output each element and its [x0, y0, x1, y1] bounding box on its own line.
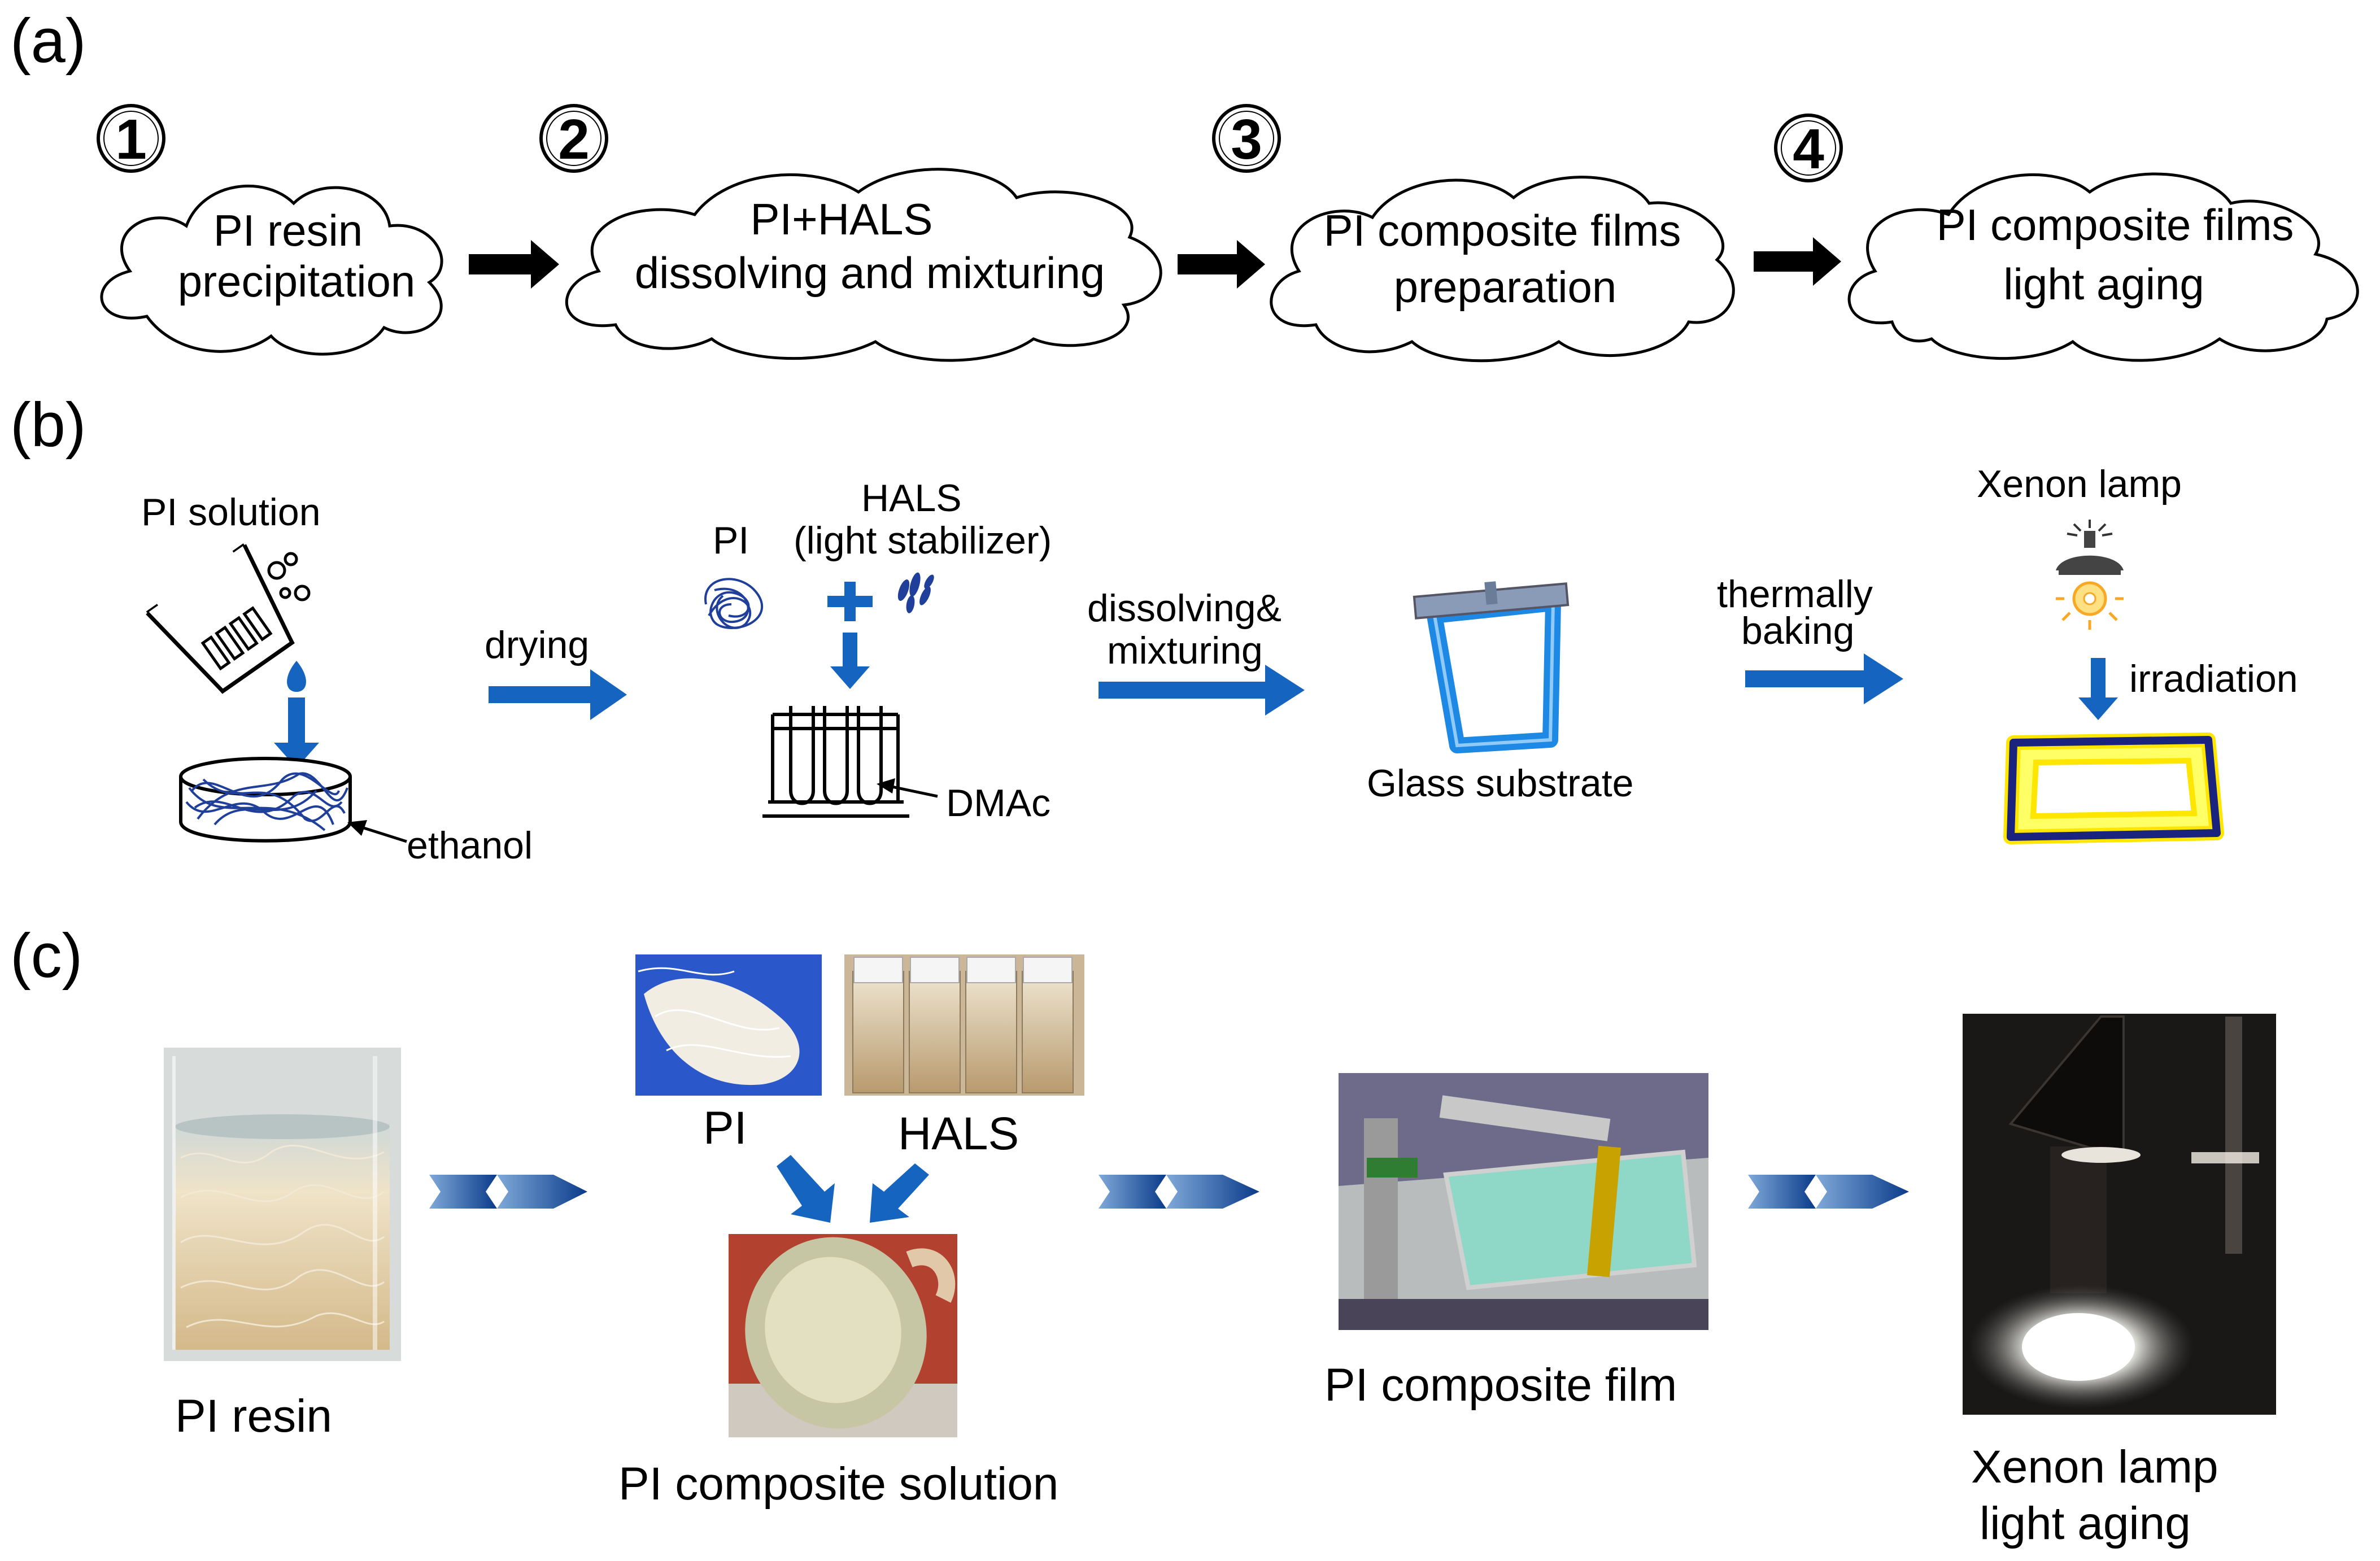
- svg-text:1: 1: [115, 108, 147, 171]
- xenon-label-1: Xenon lamp: [1971, 1441, 2218, 1493]
- test-tube-rack-icon: [762, 706, 909, 818]
- pi-fiber-photo: [635, 954, 822, 1096]
- thermally-label: thermally: [1717, 573, 1873, 616]
- arrow-pi-to-solution: [777, 1155, 835, 1223]
- step-number-4: 4: [1774, 114, 1843, 182]
- step-4-line1: PI composite films: [1937, 200, 2294, 250]
- irradiation-label: irradiation: [2129, 657, 2298, 700]
- step-3-line2: preparation: [1394, 262, 1617, 312]
- glass-substrate-label: Glass substrate: [1367, 762, 1633, 805]
- bubble-icon: [294, 585, 311, 601]
- cloud-step-3: [1270, 176, 1735, 363]
- step-3-line1: PI composite films: [1324, 206, 1681, 255]
- step-1-line2: precipitation: [178, 256, 416, 306]
- cloud-step-1: [100, 184, 443, 356]
- dissolving-arrow: [1099, 665, 1305, 716]
- xenon-lamp-label-b: Xenon lamp: [1977, 463, 2182, 505]
- pi-label-c: PI: [703, 1102, 747, 1154]
- pi-composite-solution-photo: [729, 1234, 957, 1437]
- xenon-lamp-photo: [1963, 1014, 2276, 1415]
- chevron-arrow-icon: [1166, 1175, 1259, 1209]
- hals-vials-photo: [844, 954, 1084, 1096]
- glass-substrate-icon: [1413, 581, 1570, 753]
- bubble-icon: [284, 552, 298, 566]
- hals-label-b: HALS: [861, 477, 962, 520]
- svg-text:2: 2: [558, 108, 590, 171]
- xenon-label-2: light aging: [1980, 1498, 2191, 1549]
- aged-film-icon: [2003, 732, 2224, 844]
- step-number-2: 2: [539, 104, 608, 173]
- svg-text:3: 3: [1231, 108, 1262, 171]
- panel-label-b: (b): [10, 390, 86, 460]
- chevron-arrow-icon: [497, 1175, 587, 1209]
- arrow-2-3: [1178, 240, 1265, 289]
- down-arrow-icon: [274, 697, 319, 768]
- drying-arrow: [489, 669, 627, 720]
- dmac-label: DMAc: [946, 782, 1050, 825]
- drop-icon: [287, 661, 306, 692]
- hals-particles-icon: [897, 572, 934, 613]
- pi-solution-label: PI solution: [141, 491, 321, 534]
- panel-label-a: (a): [10, 6, 86, 76]
- baking-label: baking: [1741, 609, 1854, 652]
- bubble-icon: [267, 561, 286, 580]
- petri-dish-icon: [179, 757, 352, 843]
- hals-label-c: HALS: [898, 1108, 1019, 1159]
- pi-fiber-ball-icon: [704, 578, 764, 629]
- pi-composite-film-label: PI composite film: [1324, 1359, 1677, 1411]
- step-2-line1: PI+HALS: [750, 194, 932, 244]
- pi-label-b: PI: [713, 519, 749, 562]
- chevron-arrow-icon: [1748, 1175, 1816, 1209]
- cloud-step-4: [1847, 172, 2359, 362]
- cloud-step-2: [565, 168, 1162, 362]
- arrow-3-4: [1754, 237, 1841, 286]
- baking-arrow: [1745, 653, 1903, 704]
- pi-composite-film-photo: [1339, 1073, 1708, 1330]
- chevron-arrow-icon: [1099, 1175, 1166, 1209]
- arrow-hals-to-solution: [870, 1163, 929, 1223]
- chevron-arrow-icon: [1816, 1175, 1909, 1209]
- ethanol-label: ethanol: [407, 824, 533, 867]
- arrow-1-2: [469, 240, 559, 289]
- drying-label: drying: [485, 623, 589, 666]
- pi-resin-photo: [164, 1048, 401, 1361]
- irradiation-arrow: [2078, 658, 2118, 720]
- step-4-line2: light aging: [2003, 259, 2204, 309]
- chevron-arrow-icon: [429, 1175, 497, 1209]
- bubble-icon: [279, 587, 291, 599]
- dissolving-label-1: dissolving&: [1087, 587, 1281, 630]
- svg-text:4: 4: [1793, 117, 1824, 181]
- down-arrow-icon: [830, 633, 870, 689]
- xenon-lamp-icon: [2056, 520, 2124, 630]
- beaker-icon: [146, 543, 295, 694]
- pi-resin-label: PI resin: [175, 1390, 332, 1442]
- dissolving-label-2: mixturing: [1107, 629, 1263, 672]
- step-number-1: 1: [97, 104, 165, 173]
- step-2-line2: dissolving and mixturing: [635, 248, 1105, 298]
- pi-composite-solution-label: PI composite solution: [618, 1458, 1058, 1510]
- light-stabilizer-label: (light stabilizer): [794, 519, 1052, 562]
- plus-icon: [827, 582, 873, 621]
- panel-label-c: (c): [10, 921, 82, 991]
- step-number-3: 3: [1212, 104, 1281, 173]
- step-1-line1: PI resin: [213, 206, 363, 255]
